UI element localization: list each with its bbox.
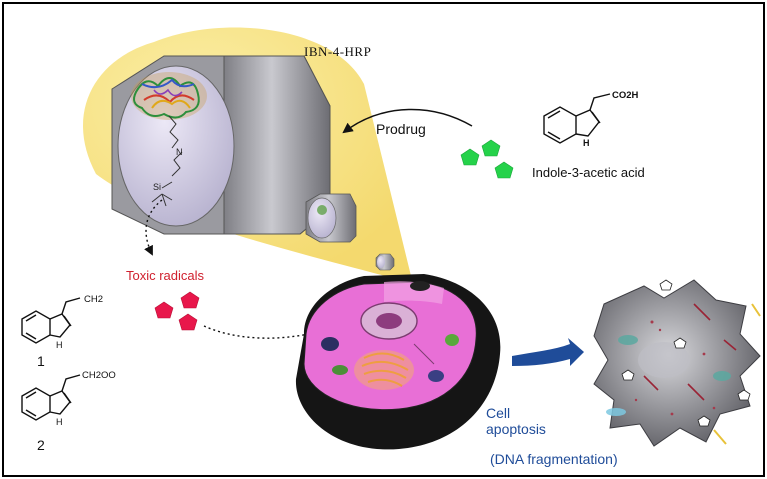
ch2-radical-label: CH2 bbox=[84, 294, 103, 305]
apoptosis-label: apoptosis bbox=[486, 421, 546, 437]
co2h-label: CO2H bbox=[612, 90, 639, 101]
silane-linker bbox=[151, 115, 183, 207]
radical-entry-arrow bbox=[203, 318, 354, 339]
toxic-radicals-label: Toxic radicals bbox=[126, 268, 205, 283]
prodrug-label: Prodrug bbox=[376, 121, 426, 137]
radical-structure-1 bbox=[21, 297, 81, 344]
apoptosis-arrow bbox=[512, 338, 584, 366]
indole-acetic-acid-structure bbox=[543, 93, 611, 144]
compound-1-label: 1 bbox=[37, 353, 45, 369]
ibn-4-hrp-label: IBN-4-HRP bbox=[304, 44, 371, 59]
indole-acetic-acid-label: Indole-3-acetic acid bbox=[532, 165, 645, 180]
structure-1-nh-label: H bbox=[56, 340, 63, 350]
radical-structure-2 bbox=[21, 374, 81, 421]
n-atom-label: N bbox=[176, 147, 183, 157]
toxic-radical-molecules bbox=[154, 291, 200, 331]
dna-fragmentation-label: (DNA fragmentation) bbox=[490, 451, 618, 467]
radical-release-arrow bbox=[144, 199, 163, 256]
iaa-nh-label: H bbox=[583, 138, 590, 148]
apoptotic-cell bbox=[593, 279, 761, 447]
ch2oo-radical-label: CH2OO bbox=[82, 370, 116, 381]
mesoporous-channel-medium bbox=[305, 193, 357, 243]
hrp-enzyme bbox=[131, 72, 207, 120]
cell-label: Cell bbox=[486, 405, 510, 421]
prodrug-arrow bbox=[342, 108, 473, 134]
mesoporous-channel-small bbox=[375, 253, 395, 271]
si-atom-label: Si bbox=[153, 182, 161, 192]
diagram-canvas: N Si IBN-4-HRP Prodrug CO2H H Indole-3-a… bbox=[21, 27, 761, 467]
cancer-cell bbox=[295, 274, 501, 450]
structure-2-nh-label: H bbox=[56, 417, 63, 427]
prodrug-molecules bbox=[460, 139, 514, 179]
compound-2-label: 2 bbox=[37, 437, 45, 453]
